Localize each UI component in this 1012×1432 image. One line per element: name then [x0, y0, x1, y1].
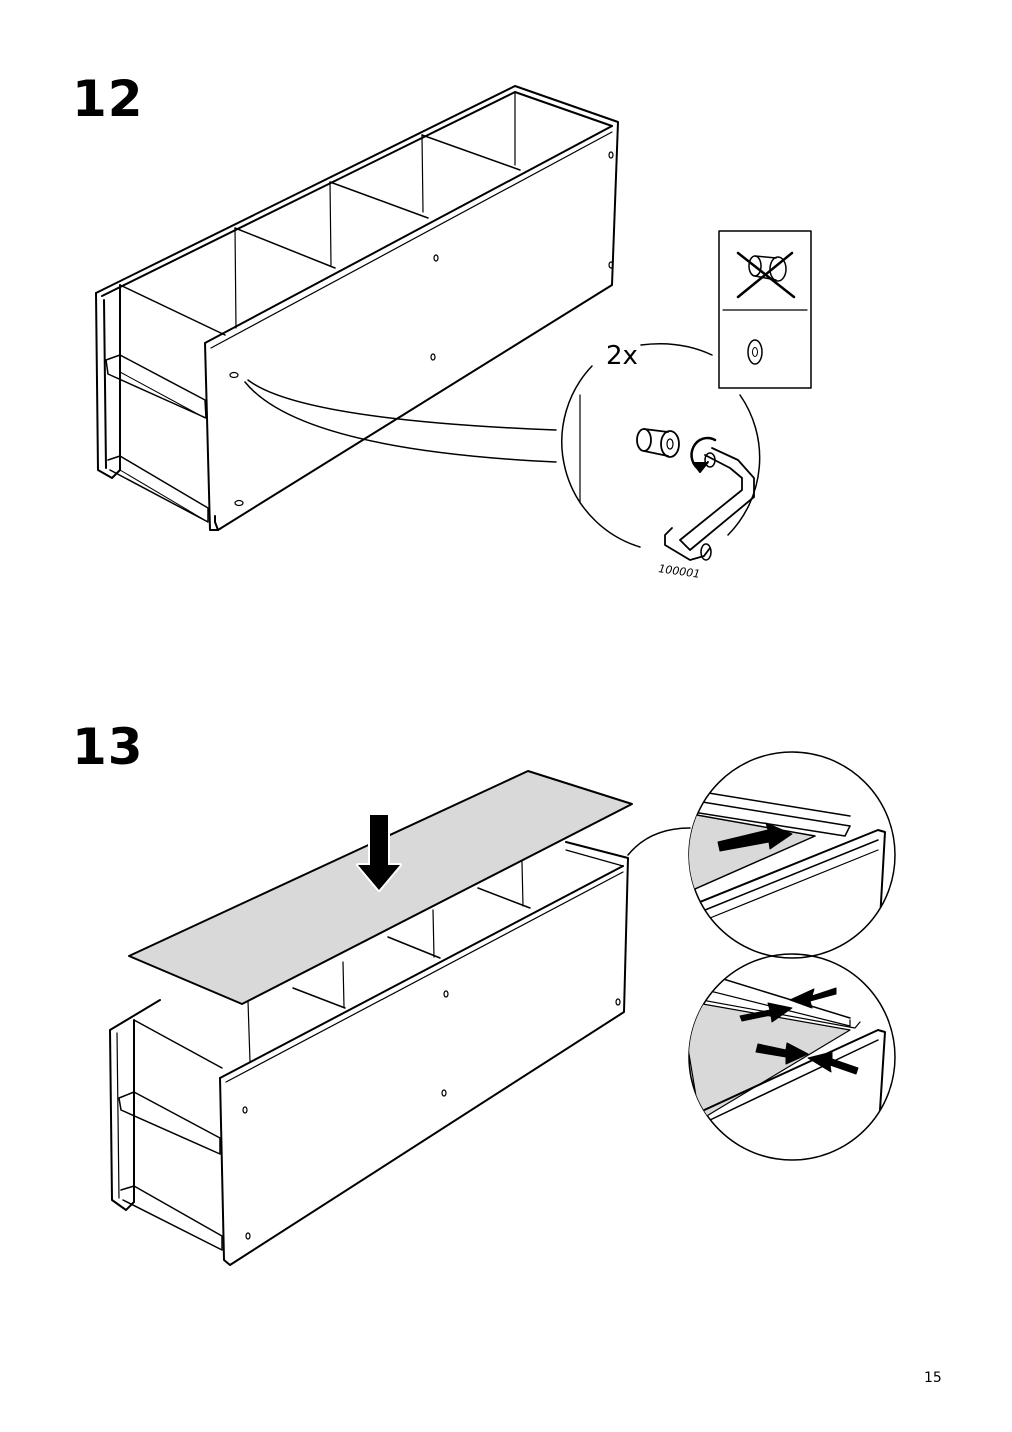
- do-not-use-cam-icon: [736, 251, 796, 299]
- step-12-number: 12: [72, 70, 144, 128]
- cam-correct-orientation-icon: [747, 339, 763, 365]
- part-number: 100001: [658, 562, 701, 581]
- cabinet-frame-illustration-step13: [109, 841, 629, 1266]
- step-13-number: 13: [72, 718, 144, 776]
- quantity-label: 2x: [606, 341, 638, 371]
- panel-align-detail: [688, 953, 896, 1161]
- panel-slide-in-detail: [688, 751, 896, 959]
- cam-lock-tighten-detail: 100001: [561, 343, 761, 581]
- cam-barrel-icon: [636, 428, 680, 458]
- rotate-arrow-icon: [690, 436, 717, 473]
- page-number: 15: [924, 1370, 942, 1386]
- cabinet-frame-illustration: [95, 85, 619, 531]
- allen-key-icon: [664, 447, 755, 561]
- down-arrow-icon: [356, 813, 402, 892]
- cam-orientation-box: [718, 230, 812, 389]
